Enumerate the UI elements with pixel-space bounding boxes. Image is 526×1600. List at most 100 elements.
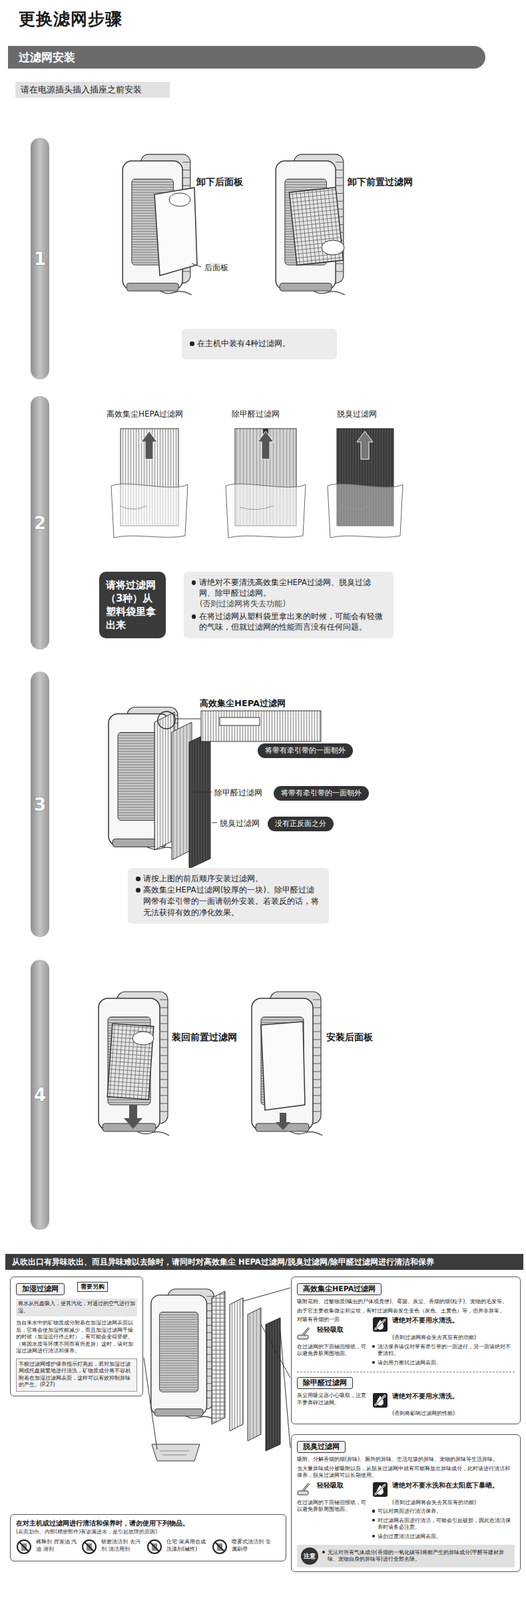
text: 当自来水中的矿物质成分附着在加湿过滤网表面以后，它将会使加湿性能减少，而且加湿过… — [15, 1320, 138, 1356]
text: 请勿用力擦拭过滤网表面。 — [372, 1360, 513, 1368]
vac-icon — [296, 1326, 313, 1343]
text: 将水从托盘吸入，使其汽化，对通过的空气进行加湿。 — [15, 1299, 138, 1317]
text: 当大量异味成分被吸附以后，从脱臭过滤网中就有可能释放出异味成分，此时请进行清洁和… — [296, 1466, 515, 1481]
note-box: 在主机中装有4种过滤网。 — [181, 328, 337, 360]
text-column: 轻轻吸取在过滤网的下面铺旧报纸，可以避免弄脏周围地面。 — [296, 1482, 367, 1544]
panel-heading: 加湿过滤网 — [15, 1283, 65, 1296]
text: 请将过滤网（3种）从塑料袋里拿出来 — [105, 578, 160, 632]
info-panel: 脱臭过滤网吸附、分解香烟的烟(异味)、厕所的异味、生活垃圾的异味、宠物的异味等生… — [290, 1434, 521, 1573]
callout-box: 请将过滤网（3种）从塑料袋里拿出来 — [99, 571, 166, 639]
tag-box: 需要另购 — [77, 1282, 108, 1293]
part-label: 除甲醛过滤网 — [214, 787, 263, 799]
part-label: 高效集尘HEPA过滤网 — [199, 697, 286, 710]
page-title: 更换滤网步骤 — [18, 7, 123, 30]
text: 在对主机或过滤网进行清洁和保养时，请勿使用下列物品。 — [15, 1519, 281, 1529]
step-tab: 2 — [30, 396, 50, 650]
panel-heading: 高效集尘HEPA过滤网 — [296, 1283, 382, 1296]
text: 对过滤网表面进行清洁，可能会引起破损，因此在清洁保养时请务必注意。 — [372, 1518, 513, 1533]
part-label: 卸下前置过滤网 — [347, 176, 413, 189]
text: 稀释剂 挥发油 汽油 溶剂 — [15, 1539, 78, 1556]
part-label: 高效集尘HEPA过滤网 — [106, 408, 184, 421]
step-number: 1 — [33, 249, 46, 269]
text: 不能过滤网维护保养指示灯亮起，若对加湿过滤网或托盘频繁地进行清洗，矿物质成分将不… — [15, 1358, 138, 1393]
warn-icon — [372, 1316, 389, 1333]
part-label: 脱臭过滤网 — [219, 818, 260, 830]
text: 清洁保养请仅对带有牵引带的一面进行，另一面请绝对不要清扫。 — [372, 1344, 513, 1359]
text-columns: 对吸有香烟的一面轻轻吸取在过滤网的下面铺旧报纸，可以避免弄脏周围地面。请绝对不要… — [296, 1316, 515, 1369]
text: 在过滤网的下面铺旧报纸，可以避免弄脏周围地面。 — [296, 1500, 367, 1515]
text: 需要另购 — [80, 1283, 105, 1292]
info-panel: 高效集尘HEPA过滤网吸附花粉、过敏物质(螨虫的尸体或粪便)、霉菌、灰尘、香烟的… — [290, 1277, 521, 1425]
text: 由于它主要收集微尘和尘埃，有时过滤网会发生变色（灰色、土黄色）等，但并非异常。 — [296, 1308, 515, 1316]
caution-row: 注意无法对所有气体成分(香烟的一氧化碳等)将能产生的异味成分(甲醛等建材异味、宠… — [296, 1545, 515, 1569]
text: 在过滤网的下面铺旧报纸，可以避免弄脏周围地面。 — [296, 1344, 367, 1359]
pill-label: 将带有牵引带的一面朝外 — [273, 786, 369, 801]
text: 轻轻吸取 — [296, 1482, 367, 1499]
text-columns: 灰尘用吸尘器小心吸取，注意不要弄碎过滤网。请绝对不要用水清洗。(否则将影响过滤网… — [296, 1392, 515, 1421]
ban-icon — [15, 1539, 32, 1556]
text: 在将过滤网从塑料袋里拿出来的时候，可能会有轻微的气味，但就过滤网的性能而言没有任… — [191, 611, 386, 633]
text: 在主机中装有4种过滤网。 — [189, 338, 329, 349]
text: 将带有牵引带的一面朝外 — [264, 745, 346, 757]
text-column: 灰尘用吸尘器小心吸取，注意不要弄碎过滤网。 — [296, 1392, 367, 1421]
part-label: 后面板 — [204, 262, 229, 274]
text: 轻轻吸取 — [296, 1326, 367, 1343]
text-column: 请绝对不要用水清洗。(否则过滤网将会失去其应有的功能)清洁保养请仅对带有牵引带的… — [372, 1316, 513, 1369]
note-box: 请绝对不要清洗高效集尘HEPA过滤网、脱臭过滤网、除甲醛过滤网。(否则过滤网将失… — [183, 571, 394, 639]
ban-icon — [211, 1539, 228, 1556]
pill-label: 没有正反面之分 — [267, 816, 334, 832]
step-tab: 1 — [30, 137, 50, 380]
text: 请绝对不要用水清洗。 — [372, 1392, 513, 1409]
part-label: 装回前置过滤网 — [171, 1032, 238, 1045]
text: 请在电源插头插入插座之前安装 — [20, 84, 165, 96]
text: (表面划伤、内部(精密部件)有渗漏进水，是引起故障的原因) — [15, 1528, 281, 1537]
instruction-box: 请在电源插头插入插座之前安装 — [15, 81, 170, 98]
text: 吸附、分解香烟的烟(异味)、厕所的异味、生活垃圾的异味、宠物的异味等生活异味。 — [296, 1456, 515, 1465]
text: 没有正反面之分 — [274, 818, 327, 830]
part-label: 卸下后面板 — [196, 176, 244, 189]
text: 请绝对不要用水清洗。 — [372, 1316, 513, 1333]
note-box: 请按上图的前后顺序安装过滤网。高效集尘HEPA过滤网(较厚的一块)、除甲醛过滤网… — [127, 868, 329, 925]
info-panel: 加湿过滤网将水从托盘吸入，使其汽化，对通过的空气进行加湿。当自来水中的矿物质成分… — [9, 1277, 144, 1397]
text: 灰尘用吸尘器小心吸取，注意不要弄碎过滤网。 — [296, 1392, 367, 1407]
pill-label: 将带有牵引带的一面朝外 — [257, 743, 353, 759]
step-tab: 4 — [30, 960, 50, 1231]
text: 请绝对不要水洗和在太阳底下暴晒。 — [372, 1482, 513, 1499]
vac-icon — [296, 1482, 313, 1499]
text: (否则将影响过滤网的性能) — [372, 1410, 513, 1419]
text-column: 请绝对不要水洗和在太阳底下暴晒。(否则过滤网将会失去其应有的功能)可以对两面进行… — [372, 1482, 513, 1544]
part-label: 安装后面板 — [326, 1032, 373, 1045]
text: 高效集尘HEPA过滤网(较厚的一块)、除甲醛过滤网带有牵引带的一面请朝外安装。若… — [135, 884, 321, 919]
step-number: 2 — [33, 513, 46, 534]
text: 对吸有香烟的一面 — [296, 1316, 367, 1325]
text: 过滤网安装 — [18, 45, 486, 69]
text: 将带有牵引带的一面朝外 — [280, 788, 362, 799]
sub-panel: 除甲醛过滤网灰尘用吸尘器小心吸取，注意不要弄碎过滤网。请绝对不要用水清洗。(否则… — [296, 1372, 515, 1421]
text: 请绝对不要清洗高效集尘HEPA过滤网、脱臭过滤网、除甲醛过滤网。 — [191, 577, 386, 599]
text: 吸附花粉、过敏物质(螨虫的尸体或粪便)、霉菌、灰尘、香烟的烟(粒子)、宠物的毛发… — [296, 1299, 515, 1307]
text-columns: 轻轻吸取在过滤网的下面铺旧报纸，可以避免弄脏周围地面。请绝对不要水洗和在太阳底下… — [296, 1482, 515, 1544]
text: 无法对所有气体成分(香烟的一氧化碳等)将能产生的异味成分(甲醛等建材异味、宠物自… — [322, 1550, 511, 1565]
text: (否则过滤网将会失去其应有的功能) — [372, 1334, 513, 1343]
panel-heading: 脱臭过滤网 — [296, 1441, 346, 1454]
caution-badge: 注意 — [300, 1548, 319, 1566]
text: 请按上图的前后顺序安装过滤网。 — [135, 873, 321, 885]
text: 研磨清洁剂 去污剂 清洁用剂 — [81, 1539, 143, 1556]
ban-icon — [81, 1539, 98, 1556]
panel-heading: 除甲醛过滤网 — [296, 1377, 353, 1390]
text: 住宅·家具用合成洗涤剂(碱性) — [146, 1539, 208, 1556]
section-band: 从吹出口有异味吹出、而且异味难以去除时，请同时对高效集尘 HEPA过滤网/脱臭过… — [5, 1254, 524, 1271]
text: 请勿过度清洁过滤网表面。 — [372, 1534, 513, 1542]
text: 可以对两面进行清洁保养。 — [372, 1508, 513, 1517]
text: 从吹出口有异味吹出、而且异味难以去除时，请同时对高效集尘 HEPA过滤网/脱臭过… — [11, 1257, 517, 1268]
section-band: 过滤网安装 — [7, 45, 486, 69]
text: 喷雾式清洁剂 金属刷帚 — [211, 1539, 273, 1556]
step-tab: 3 — [30, 671, 50, 938]
info-panel: 在对主机或过滤网进行清洁和保养时，请勿使用下列物品。(表面划伤、内部(精密部件)… — [9, 1514, 287, 1563]
step-number: 4 — [33, 1085, 46, 1106]
part-label: 除甲醛过滤网 — [231, 408, 280, 421]
warn-icon — [372, 1392, 389, 1409]
text: (否则过滤网将失去功能) — [191, 598, 386, 610]
warn-icon — [372, 1482, 389, 1499]
